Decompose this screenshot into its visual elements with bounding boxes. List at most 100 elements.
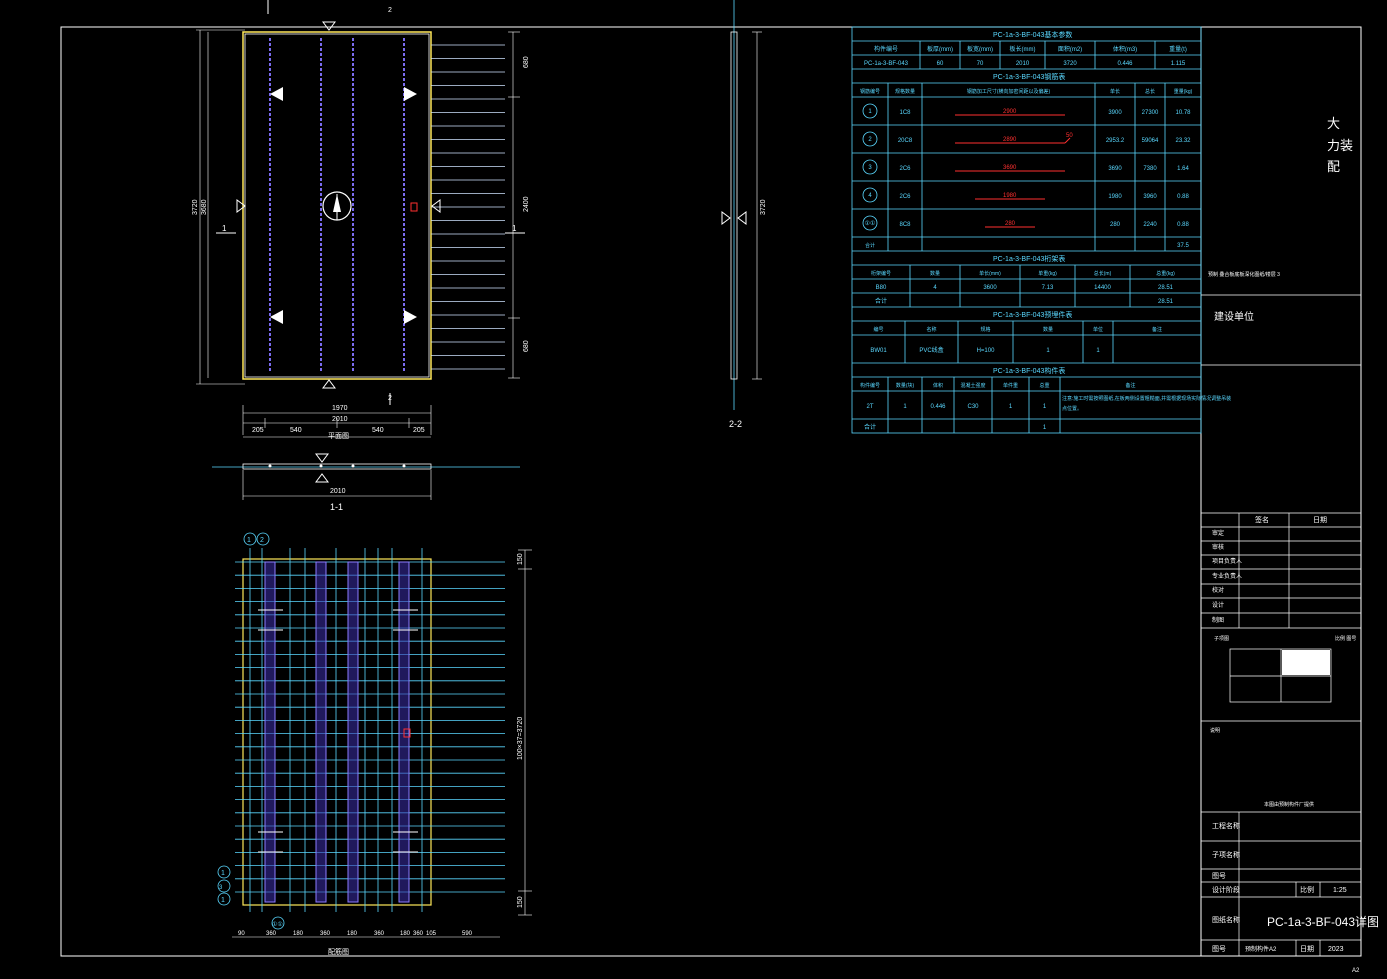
- rebar-callout: ①①: [272, 921, 283, 928]
- table-cell: 板厚(mm): [927, 45, 953, 53]
- sheet-label: 图号: [1212, 945, 1226, 953]
- table-cell: 7.13: [1042, 285, 1054, 291]
- table-cell: 1: [1046, 348, 1050, 354]
- rebar-dim-total: 100×37=3720: [517, 717, 524, 760]
- sheet-corner: A2: [1352, 968, 1360, 974]
- table-cell: 数量: [930, 270, 940, 277]
- section-cut-mark: 2: [388, 7, 392, 14]
- rebar-callout: 1: [221, 870, 225, 877]
- table-cell: 1: [1009, 404, 1013, 410]
- table-cell: 名称: [926, 326, 936, 333]
- dim-seg: 205: [413, 427, 425, 434]
- dim-seg: 540: [372, 427, 384, 434]
- rebar-shape-len: 2900: [1003, 109, 1017, 115]
- rebar-callout: 2: [260, 537, 264, 544]
- embed-table-title: PC-1a-3-BF-043预埋件表: [993, 310, 1072, 319]
- rebar-dim-seg: 90: [238, 931, 245, 937]
- table-cell: 0.88: [1177, 194, 1189, 200]
- rebar-shape-hook: 50: [1066, 133, 1073, 139]
- lifting-point-icon: [270, 87, 283, 101]
- sign-row-label: 审定: [1212, 529, 1224, 537]
- table-cell: 1.115: [1171, 61, 1186, 67]
- table-cell: BW01: [870, 348, 887, 354]
- rebar-dim-seg: 180: [293, 931, 304, 937]
- dim-bottom-inner: 1970: [332, 405, 348, 412]
- section-2-2-height: 3720: [760, 199, 767, 215]
- table-cell: 单重(kg): [1038, 270, 1057, 277]
- table-cell: 单长(mm): [979, 270, 1001, 277]
- table-cell: 3720: [1063, 61, 1077, 67]
- lift-note: 点位置。: [1062, 405, 1082, 412]
- dim-seg: 540: [290, 427, 302, 434]
- table-cell: 合计: [864, 423, 876, 431]
- sign-row-label: 制图: [1212, 616, 1224, 624]
- table-cell: 2240: [1143, 222, 1157, 228]
- company-name-1: 大: [1327, 116, 1340, 131]
- design-stage-label: 设计阶段: [1212, 885, 1240, 894]
- table-cell: 1: [903, 404, 907, 410]
- drawing-no-label: 图号: [1212, 872, 1226, 880]
- table-cell: 2T: [866, 404, 873, 410]
- table-cell: 1.64: [1177, 166, 1189, 172]
- project-label: 工程名称: [1212, 821, 1240, 830]
- company-name-2: 力装: [1327, 138, 1353, 153]
- date-value: 2023: [1328, 946, 1344, 953]
- table-cell: 钢筋加工尺寸(横向加密间距以及偏差): [967, 88, 1051, 95]
- sign-header: 签名: [1255, 515, 1269, 524]
- rebar-dim-bot: 150: [517, 896, 524, 908]
- drawing-border: [60, 26, 1362, 957]
- dim-left-inner: 3680: [201, 199, 208, 215]
- section-1-1-width: 2010: [330, 488, 346, 495]
- construction-unit: 建设单位: [1214, 310, 1254, 323]
- table-cell: 59064: [1142, 138, 1159, 144]
- table-cell: 备注: [1152, 326, 1162, 333]
- scale-label: 比例: [1300, 885, 1314, 894]
- note-small: 本图由预制构件厂提供: [1264, 801, 1314, 808]
- lift-note: 注意:施工时需按照图纸,在板两侧设置粗糙面,并需根据现场实际情况调整吊装: [1062, 395, 1231, 402]
- rebar-dim-seg: 360: [320, 931, 331, 937]
- section-cut-mark: 1: [512, 224, 517, 233]
- section-1-1: 2010 1-1: [212, 453, 520, 512]
- table-cell: 1: [1043, 404, 1047, 410]
- table-cell: 1980: [1108, 194, 1122, 200]
- table-cell: 0.446: [930, 404, 946, 410]
- table-cell: 3960: [1143, 194, 1157, 200]
- table-cell: 备注: [1125, 382, 1135, 389]
- table-cell: 单位: [1093, 326, 1103, 333]
- table-cell: 28.51: [1158, 285, 1174, 291]
- table-cell: 数量: [1043, 326, 1053, 333]
- section-cut-mark: 2: [388, 395, 392, 402]
- table-cell: 10.78: [1175, 110, 1191, 116]
- plan-view: 1 1 2 2 3720 3680 680 2400 680: [192, 0, 530, 440]
- lift-table-title: PC-1a-3-BF-043构件表: [993, 366, 1065, 375]
- table-cell: 合计: [875, 297, 887, 305]
- rebar-shape-len: 2890: [1003, 137, 1017, 143]
- plan-slab-outline: [242, 31, 432, 380]
- drawing-name-label: 图纸名称: [1212, 915, 1240, 924]
- table-cell: 1: [868, 109, 872, 115]
- key-label: 子项图: [1214, 635, 1229, 642]
- dim-seg: 205: [252, 427, 264, 434]
- sign-row-label: 审核: [1212, 543, 1224, 551]
- rebar-dim-seg: 180: [347, 931, 358, 937]
- section-2-2-label: 2-2: [729, 419, 742, 429]
- table-cell: 60: [937, 61, 944, 67]
- table-cell: 70: [977, 61, 984, 67]
- table-cell: 3690: [1108, 166, 1122, 172]
- table-cell: 钢筋编号: [860, 88, 880, 95]
- table-cell: 桁架编号: [871, 270, 891, 277]
- table-cell: ①①: [865, 220, 876, 227]
- sign-row-label: 项目负责人: [1212, 557, 1242, 565]
- note-label: 说明: [1210, 727, 1220, 734]
- table-cell: 体积: [933, 382, 943, 389]
- table-cell: 27300: [1142, 110, 1159, 116]
- table-cell: 总重(kg): [1156, 270, 1175, 277]
- basic-table-title: PC-1a-3-BF-043基本参数: [993, 30, 1072, 39]
- rebar-callout: 1: [247, 537, 251, 544]
- sheet-value: 预制构件A2: [1245, 945, 1277, 953]
- date-header: 日期: [1313, 516, 1327, 524]
- table-cell: 0.446: [1117, 61, 1133, 67]
- rebar-callout: 1: [221, 897, 225, 904]
- table-cell: 8C8: [899, 222, 911, 228]
